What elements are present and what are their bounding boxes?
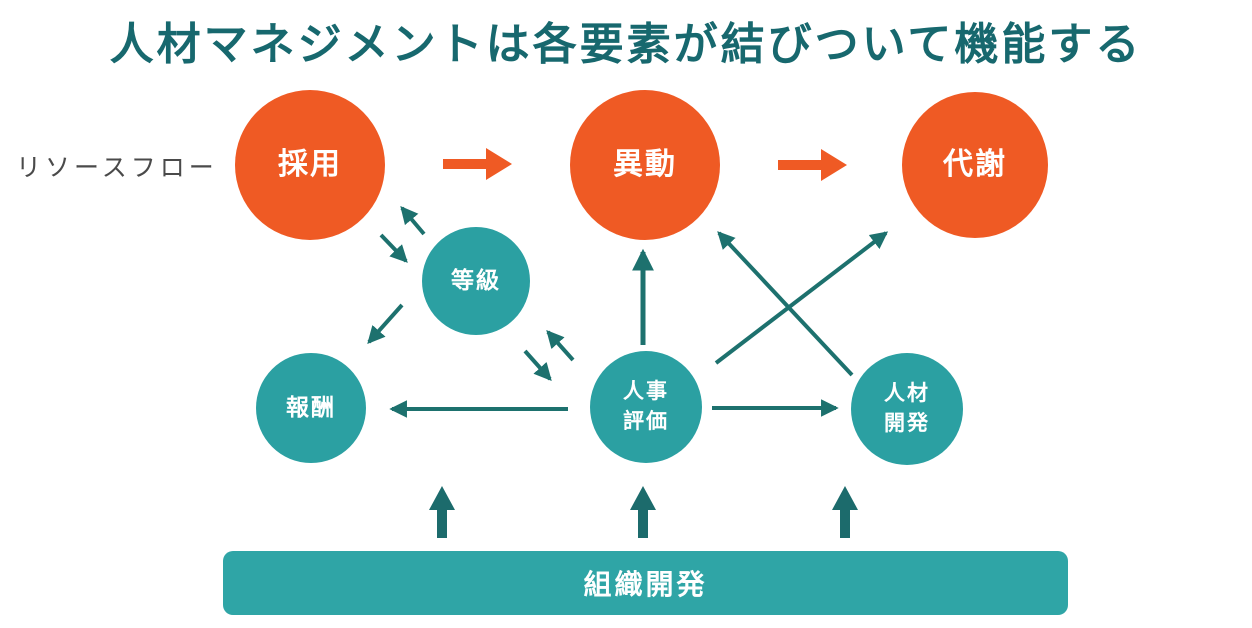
support-arrow-right-icon (832, 486, 858, 538)
node-turnover-label: 代謝 (943, 148, 1007, 182)
arrow-grade-to-compensation-icon (367, 303, 404, 344)
node-transfer-label: 異動 (613, 148, 677, 182)
node-hr-evaluation-label: 人事 評価 (623, 379, 669, 433)
flow-arrow-transfer-to-turnover-icon (778, 149, 847, 181)
arrow-development-to-transfer-icon (717, 231, 854, 377)
arrow-grade-to-recruitment-icon (400, 205, 426, 236)
node-grade-label: 等級 (451, 267, 501, 294)
arrow-grade-to-evaluation-icon (523, 349, 552, 381)
support-arrow-left-icon (429, 486, 455, 538)
node-compensation: 報酬 (256, 353, 366, 463)
node-hr-evaluation: 人事 評価 (590, 351, 702, 463)
node-recruitment-label: 採用 (278, 148, 342, 182)
node-transfer: 異動 (570, 90, 720, 240)
arrow-evaluation-to-grade-icon (546, 330, 575, 362)
diagram-title: 人材マネジメントは各要素が結びついて機能する (109, 20, 1143, 69)
node-recruitment: 採用 (235, 90, 385, 240)
resource-flow-label: リソースフロー (16, 154, 218, 182)
node-hr-development-label: 人材 開発 (884, 381, 930, 435)
node-grade: 等級 (422, 227, 530, 335)
support-arrow-center-icon (630, 486, 656, 538)
flow-arrow-recruitment-to-transfer-icon (443, 148, 512, 180)
node-compensation-label: 報酬 (286, 394, 336, 421)
arrow-evaluation-to-turnover-icon (714, 231, 889, 365)
organization-development-label: 組織開発 (583, 569, 708, 600)
arrow-recruitment-to-grade-icon (379, 233, 408, 263)
organization-development-bar: 組織開発 (223, 551, 1068, 615)
node-turnover: 代謝 (902, 92, 1048, 238)
node-hr-development: 人材 開発 (851, 353, 963, 465)
